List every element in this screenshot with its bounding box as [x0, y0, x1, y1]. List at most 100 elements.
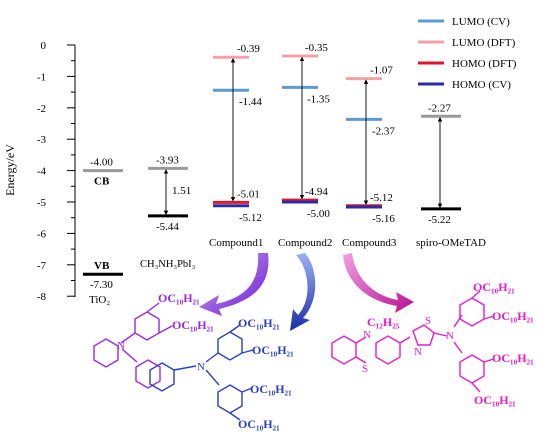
- perovskite-name: CH₃NH₃PbI₃: [140, 259, 196, 270]
- n-atom-3a: N: [363, 329, 371, 341]
- n-atom-3c: N: [446, 330, 454, 342]
- alkyl-3: C₁₂H₂₅: [367, 315, 400, 329]
- subst-3c: OC₁₀H₂₁: [492, 351, 534, 365]
- bond: [483, 315, 495, 320]
- bond: [121, 348, 138, 363]
- ring-3a: [331, 335, 357, 365]
- compound2-homo-cv-value: -5.00: [307, 208, 330, 220]
- perovskite-gap-value: 1.51: [172, 185, 191, 197]
- compound2-lumo-dft-value: -0.35: [305, 42, 328, 54]
- bond: [229, 324, 241, 333]
- bond: [241, 387, 253, 393]
- legend-label: HOMO (CV): [452, 79, 511, 91]
- perovskite-vb-value: -5.44: [156, 221, 179, 233]
- ring-1c: [135, 359, 161, 389]
- subst-3b: OC₁₀H₂₁: [492, 309, 534, 323]
- structure-compound3: [331, 290, 495, 393]
- bond: [471, 290, 481, 299]
- ring-3d: [459, 354, 485, 384]
- y-tick-label: -8: [37, 291, 47, 303]
- bond: [229, 412, 241, 421]
- compound2-lumo-cv-value: -1.35: [307, 93, 330, 105]
- compound1-lumo-cv-value: -1.44: [239, 96, 262, 108]
- y-tick-label: -6: [37, 228, 47, 240]
- spiro-homo-value: -5.22: [428, 214, 451, 226]
- structure-compound1: [93, 302, 173, 389]
- bond: [146, 302, 160, 313]
- bond: [483, 358, 495, 363]
- ring-2c: [217, 384, 243, 414]
- legend-label: LUMO (DFT): [452, 37, 516, 49]
- s-atom-3b: S: [425, 315, 431, 327]
- ring-2b: [149, 362, 175, 392]
- n-atom-1: N: [117, 340, 125, 352]
- tio2-name: TiO₂: [89, 294, 110, 306]
- compound1-homo-cv-value: -5.12: [239, 212, 262, 224]
- legend-label: LUMO (CV): [452, 16, 510, 28]
- ring-1b: [93, 338, 119, 368]
- compound3-lumo-dft-value: -1.07: [370, 65, 393, 77]
- subst-3a: OC₁₀H₂₁: [473, 280, 515, 294]
- bond: [453, 314, 463, 328]
- compound1-homo-dft-value: -5.01: [237, 188, 260, 200]
- s-atom-3a: S: [362, 363, 368, 375]
- y-tick-label: 0: [41, 40, 47, 52]
- subst-2d: OC₁₀H₂₁: [238, 417, 280, 431]
- y-tick-label: -4: [37, 166, 47, 178]
- spiro-name: spiro-OMeTAD: [416, 237, 486, 249]
- legend-label: HOMO (DFT): [452, 58, 517, 70]
- thiazole: [412, 324, 435, 346]
- bond: [205, 369, 220, 386]
- bond: [355, 336, 367, 344]
- tio2-cb-tag: CB: [94, 176, 110, 188]
- y-axis-label: Energy/eV: [3, 144, 17, 196]
- structure-arrows: [199, 253, 414, 331]
- subst-1b: OC₁₀H₂₁: [172, 318, 214, 332]
- arrow-compound1: [199, 253, 269, 316]
- compound3-lumo-cv-value: -2.37: [372, 125, 395, 137]
- arrow-compound2: [290, 253, 316, 331]
- y-tick-label: -2: [37, 103, 46, 115]
- y-tick-label: -5: [37, 197, 47, 209]
- structure-compound2: [149, 324, 254, 421]
- subst-2a: OC₁₀H₂₁: [238, 316, 280, 330]
- compound3-homo-cv-value: -5.16: [372, 213, 395, 225]
- y-ticks: 0-1-2-3-4-5-6-7-8: [37, 40, 75, 303]
- ring-1a: [134, 311, 160, 341]
- bond: [433, 332, 448, 337]
- tio2-cb-value: -4.00: [90, 157, 113, 169]
- ring-3c: [459, 297, 485, 327]
- bond: [120, 332, 136, 344]
- subst-3d: OC₁₀H₂₁: [474, 393, 516, 407]
- spiro-lumo-value: -2.27: [428, 102, 451, 114]
- n-atom-3b: N: [414, 346, 422, 358]
- perovskite-cb-value: -3.93: [156, 154, 179, 166]
- legend: LUMO (CV) LUMO (DFT) HOMO (DFT) HOMO (CV): [418, 16, 517, 91]
- bond: [355, 356, 367, 364]
- tio2-vb-tag: VB: [94, 260, 110, 272]
- n-atom-2: N: [197, 361, 205, 373]
- y-tick-label: -1: [37, 71, 46, 83]
- compound1-name: Compound1: [209, 237, 263, 249]
- ring-3b: [375, 335, 401, 365]
- subst-2c: OC₁₀H₂₁: [250, 382, 292, 396]
- compound2-homo-dft-value: -4.94: [305, 186, 328, 198]
- arrow-compound3: [343, 253, 414, 313]
- bond: [399, 336, 411, 344]
- tio2-vb-value: -7.30: [90, 279, 113, 291]
- ring-2a: [217, 331, 243, 361]
- compound3-homo-dft-value: -5.12: [370, 192, 393, 204]
- y-tick-label: -3: [37, 134, 47, 146]
- compound2-name: Compound2: [278, 237, 332, 249]
- bond: [158, 325, 173, 334]
- subst-2b: OC₁₀H₂₁: [252, 343, 294, 357]
- compound1-lumo-dft-value: -0.39: [237, 43, 260, 55]
- compound3-name: Compound3: [342, 237, 397, 249]
- y-axis: 0-1-2-3-4-5-6-7-8 Energy/eV: [3, 40, 76, 303]
- bond: [471, 382, 481, 393]
- bond: [173, 365, 197, 371]
- bond: [205, 352, 219, 363]
- subst-1a: OC₁₀H₂₁: [158, 291, 200, 305]
